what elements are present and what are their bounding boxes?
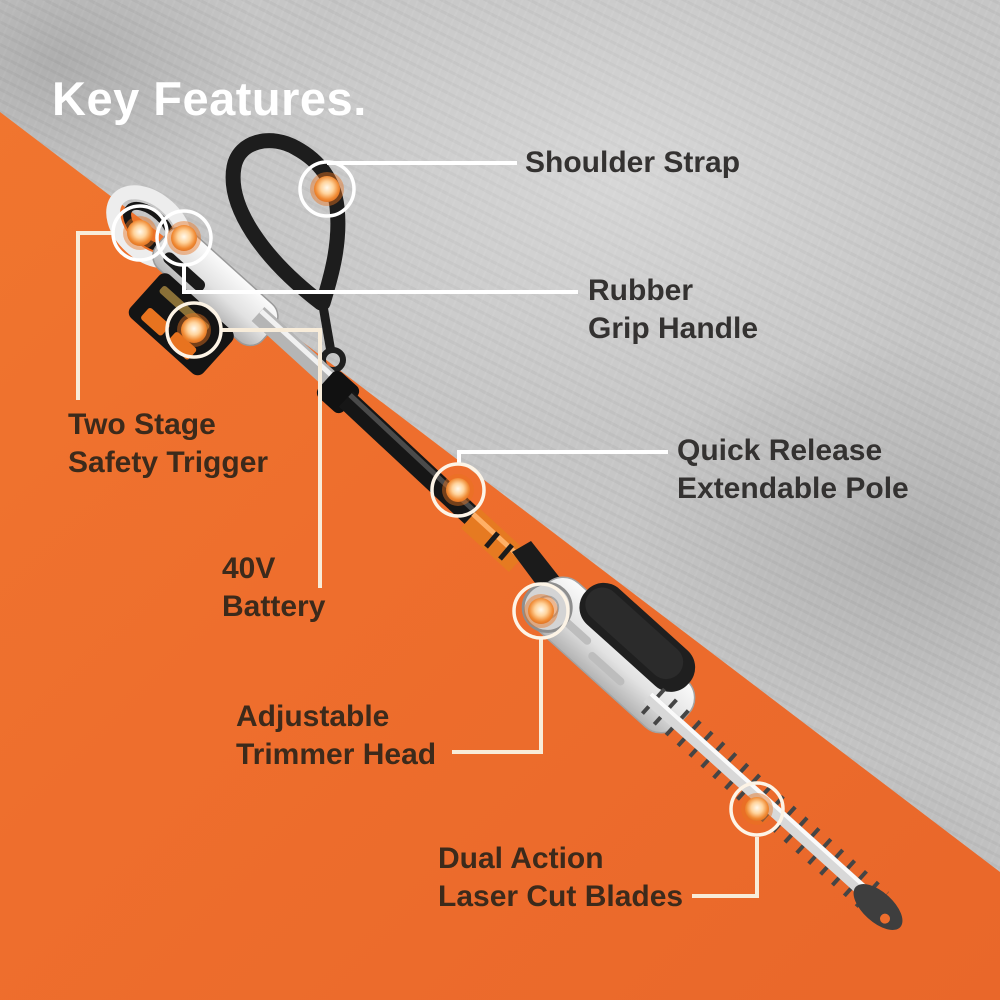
page-title: Key Features.	[52, 72, 367, 126]
feature-label-dual-action-laser-cut-blades: Dual Action Laser Cut Blades	[438, 840, 683, 916]
feature-label-line: Quick Release	[677, 434, 883, 467]
callout-dot-shoulder-strap	[298, 160, 356, 218]
feature-label-line: 40V	[222, 552, 276, 585]
feature-label-line: Rubber	[588, 274, 693, 307]
feature-label-40v-battery: 40V Battery	[222, 550, 325, 626]
callout-line-blades	[692, 837, 759, 898]
blade-tip-graphic	[853, 884, 903, 930]
callout-dot-trimmer-head	[512, 582, 570, 640]
feature-label-line: Grip Handle	[588, 312, 759, 345]
callout-line-rubber-grip-handle	[182, 266, 578, 294]
feature-label-line: Dual Action	[438, 842, 604, 875]
feature-label-adjustable-trimmer-head: Adjustable Trimmer Head	[236, 698, 436, 774]
battery-graphic	[128, 273, 234, 376]
callout-dot-battery	[165, 301, 223, 359]
callout-line-quick-release	[457, 450, 668, 464]
callout-dot-quick-release	[430, 462, 486, 518]
feature-label-line: Battery	[222, 590, 326, 623]
feature-label-rubber-grip-handle: Rubber Grip Handle	[588, 272, 758, 348]
callout-line-safety-trigger	[76, 231, 113, 400]
feature-label-two-stage-safety-trigger: Two Stage Safety Trigger	[68, 406, 268, 482]
feature-label-line: Two Stage	[68, 408, 216, 441]
callout-line-trimmer-head	[452, 639, 543, 754]
feature-label-quick-release-extendable-pole: Quick Release Extendable Pole	[677, 432, 909, 508]
feature-label-line: Shoulder Strap	[525, 146, 741, 179]
feature-label-line: Trimmer Head	[236, 738, 437, 771]
feature-label-shoulder-strap: Shoulder Strap	[525, 144, 740, 182]
feature-label-line: Laser Cut Blades	[438, 880, 684, 913]
feature-label-line: Safety Trigger	[68, 446, 269, 479]
feature-label-line: Extendable Pole	[677, 472, 909, 505]
feature-label-line: Adjustable	[236, 700, 390, 733]
callout-dots	[111, 160, 785, 837]
blade-graphic	[640, 687, 903, 930]
callout-dot-blades	[729, 781, 785, 837]
pole-lower-black-graphic	[338, 391, 488, 532]
pole-graphic	[251, 306, 564, 599]
callout-dot-rubber-grip-handle	[155, 209, 213, 267]
callout-line-battery	[221, 328, 322, 588]
callout-dot-safety-trigger	[111, 204, 169, 262]
